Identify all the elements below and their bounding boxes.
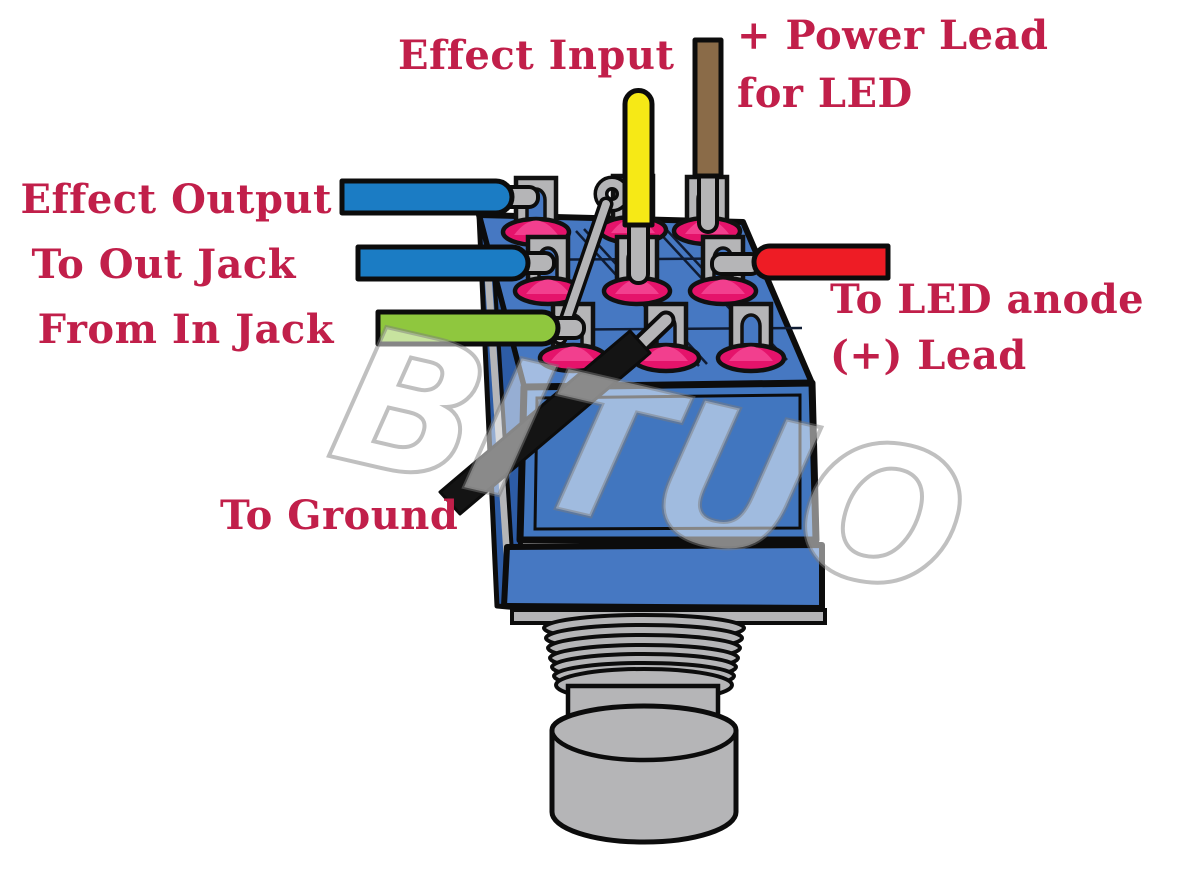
from-in-jack-wire: [375, 309, 586, 347]
label-to-led-anode-line2: (+) Lead: [830, 332, 1027, 379]
label-to-ground: To Ground: [220, 492, 459, 539]
led-power-lead-wire: [692, 37, 724, 234]
label-power-lead-line1: + Power Lead: [737, 12, 1049, 59]
to-out-jack-wire: [355, 244, 556, 282]
label-power-lead-line2: for LED: [737, 70, 913, 117]
to-led-anode-wire: [710, 243, 891, 281]
label-from-in-jack: From In Jack: [37, 306, 334, 353]
effect-input-wire: [622, 88, 655, 285]
ground-wire: [438, 310, 676, 516]
label-to-out-jack: To Out Jack: [31, 241, 296, 288]
effect-output-wire: [339, 178, 540, 216]
footswitch-button: [549, 683, 739, 845]
label-effect-input: Effect Input: [398, 32, 675, 79]
label-to-led-anode-line1: To LED anode: [830, 276, 1145, 323]
jumper-wire: [552, 175, 631, 346]
label-effect-output: Effect Output: [20, 176, 332, 223]
